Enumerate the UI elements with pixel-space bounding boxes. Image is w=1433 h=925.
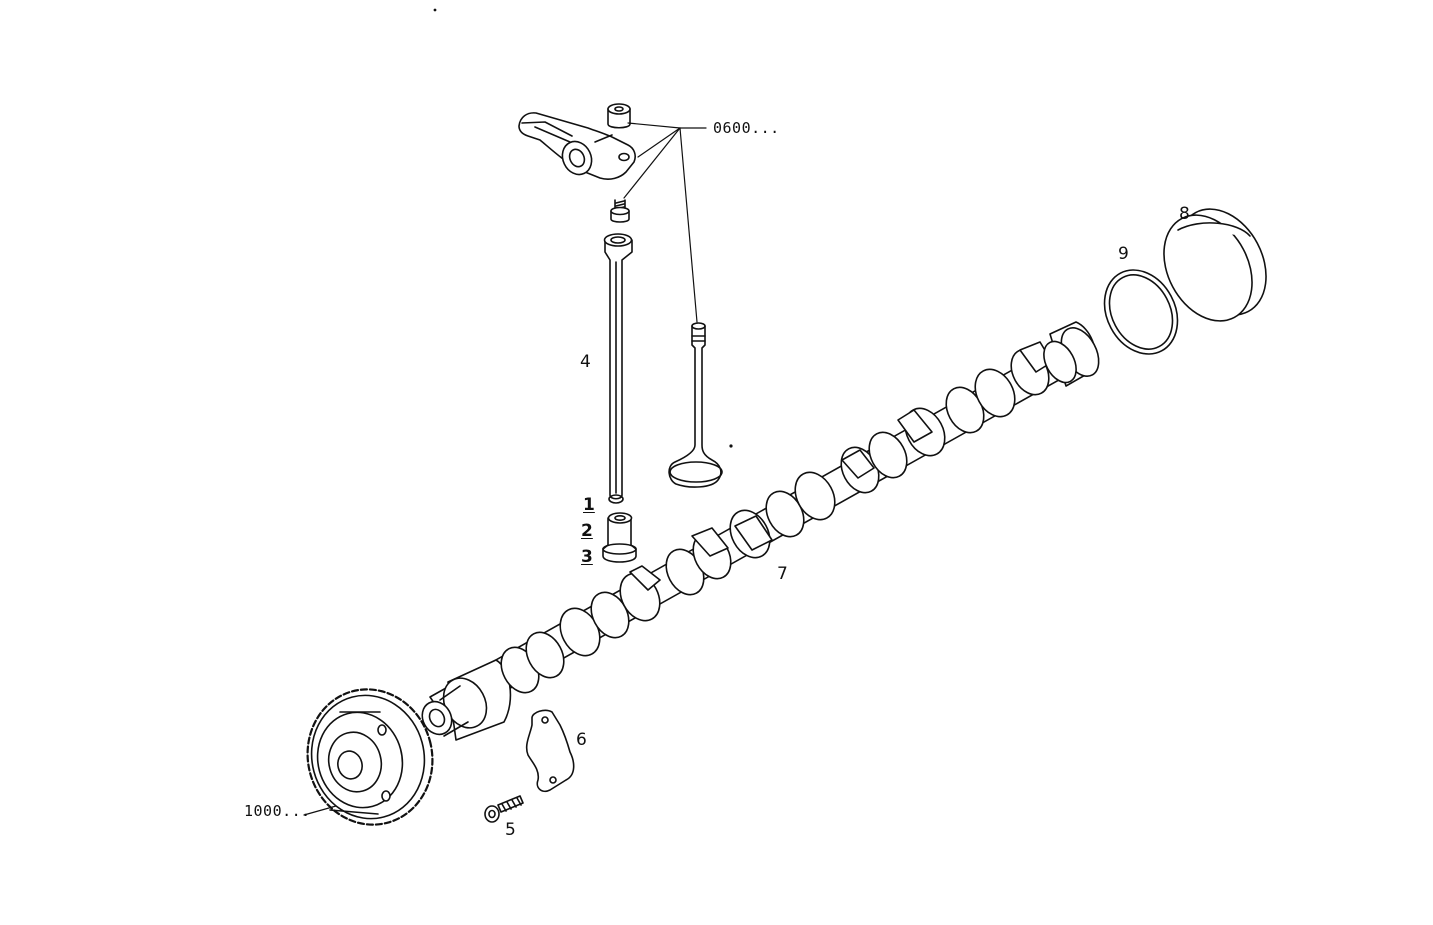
rocker-arm xyxy=(519,113,635,179)
thrust-plate xyxy=(527,710,574,791)
callout-tappet-1: 1 xyxy=(583,495,595,515)
adjuster-screw xyxy=(611,200,629,222)
callout-plate: 6 xyxy=(576,730,587,750)
cover xyxy=(1146,194,1283,336)
callout-screw: 5 xyxy=(505,820,516,840)
callout-pushrod: 4 xyxy=(580,352,591,372)
callout-gear-group: 1000... xyxy=(244,802,311,820)
callout-camshaft: 7 xyxy=(777,564,788,584)
callout-seal-ring: 9 xyxy=(1118,244,1129,264)
callout-cover: 8 xyxy=(1179,204,1190,224)
callout-rocker-group: 0600... xyxy=(713,119,780,137)
leader-lines-rocker-group xyxy=(624,123,706,322)
valve xyxy=(669,323,722,487)
screw xyxy=(485,796,523,822)
timing-gear xyxy=(293,675,448,838)
adjuster-nut xyxy=(608,104,630,128)
seal-ring xyxy=(1090,257,1191,367)
tappet xyxy=(603,513,636,562)
leader-line-gear xyxy=(304,806,336,815)
callout-tappet-2: 2 xyxy=(581,521,593,541)
callout-tappet-3: 3 xyxy=(581,547,593,567)
pushrod xyxy=(605,234,633,503)
camshaft xyxy=(417,322,1107,740)
